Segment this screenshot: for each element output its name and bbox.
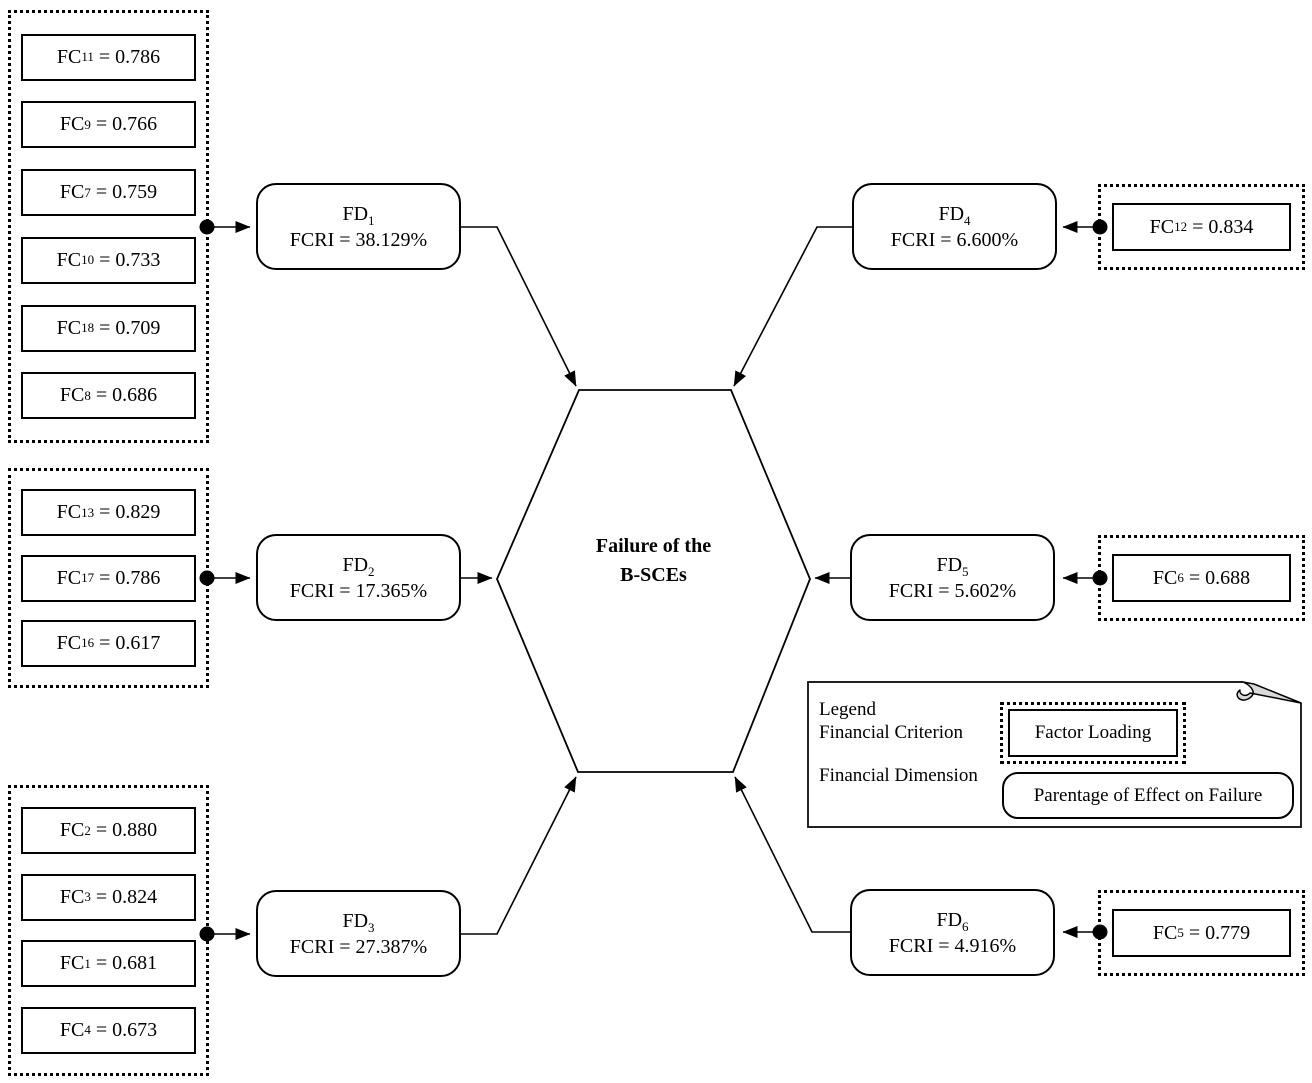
- fd-fcri-value: FCRI = 27.387%: [289, 935, 428, 958]
- fc-prefix: FC: [56, 248, 82, 271]
- fd-subscript: 5: [962, 563, 969, 579]
- fc-value: = 0.880: [90, 819, 158, 842]
- fd-subscript: 1: [368, 212, 375, 228]
- fd-label: FD2: [342, 552, 374, 578]
- fc-value: = 0.829: [94, 501, 161, 524]
- fc-prefix: FC: [59, 1018, 85, 1041]
- fd-fcri-value: FCRI = 38.129%: [289, 228, 428, 251]
- fc-value: = 0.709: [94, 316, 161, 339]
- fc-value: = 0.766: [90, 113, 158, 136]
- fc-value: = 0.617: [94, 631, 161, 654]
- fc-prefix: FC: [59, 113, 85, 136]
- fc-prefix: FC: [59, 952, 85, 975]
- fc-value: = 0.786: [93, 45, 161, 68]
- hexagon-title-line1: Failure of the: [595, 535, 712, 557]
- fc-prefix: FC: [59, 384, 85, 407]
- fd3-node: FD3 FCRI = 27.387%: [256, 890, 461, 977]
- fd-subscript: 2: [368, 563, 375, 579]
- fc-prefix: FC: [1152, 566, 1178, 589]
- fd-fcri-value: FCRI = 17.365%: [289, 579, 428, 602]
- fd-prefix: FD: [342, 909, 369, 932]
- fd-prefix: FD: [936, 553, 963, 576]
- fd-label: FD5: [936, 552, 968, 578]
- fd-fcri-value: FCRI = 6.600%: [890, 228, 1019, 251]
- fc-value: = 0.786: [94, 566, 161, 589]
- fd2-node: FD2 FCRI = 17.365%: [256, 534, 461, 621]
- hexagon-title-line2: B-SCEs: [620, 564, 687, 586]
- fc-prefix: FC: [1149, 215, 1175, 238]
- legend-fold-icon: [1236, 681, 1302, 704]
- hexagon-title: Failure of the B-SCEs: [497, 532, 810, 590]
- fd-subscript: 4: [964, 212, 971, 228]
- fc-prefix: FC: [56, 631, 82, 654]
- fd5-node: FD5 FCRI = 5.602%: [850, 534, 1055, 621]
- arrow-fd3-to-hexagon: [461, 776, 577, 935]
- legend-factor-loading-box: Factor Loading: [1008, 709, 1178, 757]
- fc-prefix: FC: [56, 45, 82, 68]
- fc-value: = 0.681: [90, 952, 158, 975]
- fc-prefix: FC: [56, 501, 82, 524]
- arrow-fd6-to-hexagon: [734, 776, 850, 933]
- fc-value: = 0.779: [1183, 921, 1251, 944]
- fd-prefix: FD: [936, 908, 963, 931]
- fc-value: = 0.686: [90, 384, 158, 407]
- fc-prefix: FC: [59, 181, 85, 204]
- legend-title: Legend: [819, 699, 876, 720]
- arrow-fd1-to-hexagon: [461, 226, 577, 387]
- fd-fcri-value: FCRI = 5.602%: [888, 579, 1017, 602]
- fd6-node: FD6 FCRI = 4.916%: [850, 889, 1055, 976]
- fc-value: = 0.733: [94, 248, 161, 271]
- fc-prefix: FC: [56, 316, 82, 339]
- fd-prefix: FD: [342, 202, 369, 225]
- legend-criterion-label: Financial Criterion: [819, 722, 964, 743]
- fc-value: = 0.824: [90, 885, 158, 908]
- fd-label: FD3: [342, 908, 374, 934]
- fd-prefix: FD: [342, 553, 369, 576]
- fd-subscript: 3: [368, 919, 375, 935]
- fd-prefix: FD: [938, 202, 965, 225]
- legend-factor-loading-sample: Factor Loading: [1000, 702, 1186, 764]
- fc-value: = 0.673: [90, 1018, 158, 1041]
- legend-dimension-label: Financial Dimension: [819, 765, 978, 786]
- fc-value: = 0.834: [1187, 215, 1254, 238]
- fd-label: FD1: [342, 201, 374, 227]
- fd-label: FD6: [936, 907, 968, 933]
- fc-prefix: FC: [59, 819, 85, 842]
- fc-prefix: FC: [56, 566, 82, 589]
- fd4-node: FD4 FCRI = 6.600%: [852, 183, 1057, 270]
- fc-prefix: FC: [59, 885, 85, 908]
- fc-value: = 0.759: [90, 181, 158, 204]
- fd1-node: FD1 FCRI = 38.129%: [256, 183, 461, 270]
- fd-label: FD4: [938, 201, 970, 227]
- fd-fcri-value: FCRI = 4.916%: [888, 934, 1017, 957]
- fd-subscript: 6: [962, 918, 969, 934]
- fc-value: = 0.688: [1183, 566, 1251, 589]
- legend-percentage-effect-box: Parentage of Effect on Failure: [1002, 772, 1294, 819]
- fc-prefix: FC: [1152, 921, 1178, 944]
- arrow-fd4-to-hexagon: [733, 226, 852, 387]
